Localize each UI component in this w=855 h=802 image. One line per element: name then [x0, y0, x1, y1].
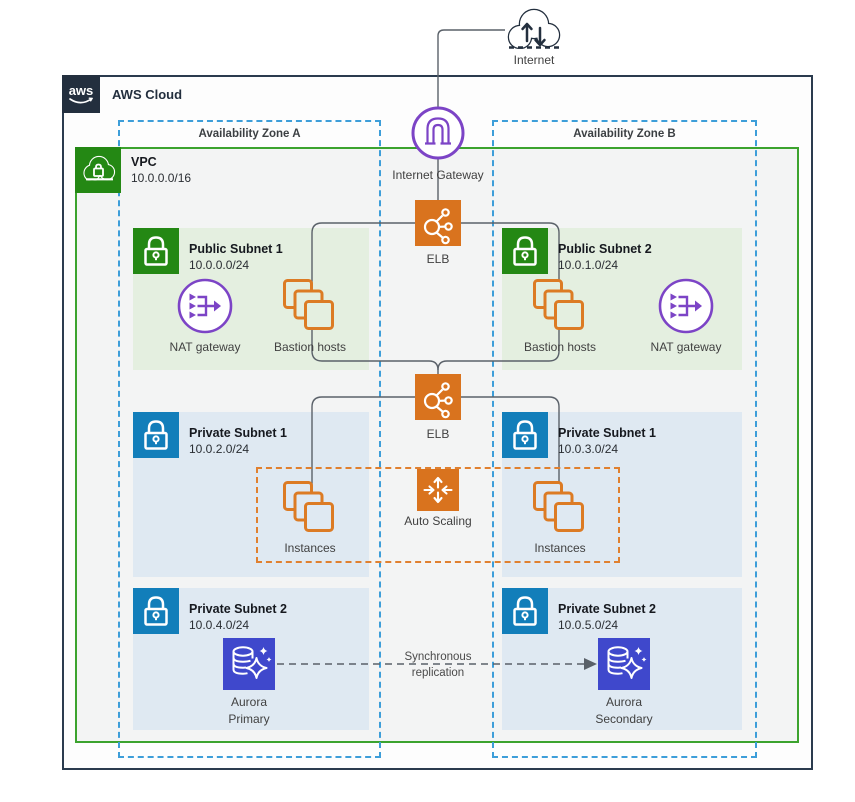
nat-gateway-right-node[interactable] [657, 277, 715, 335]
private-subnet-icon [133, 588, 179, 634]
aurora-primary-label-line1: Aurora [230, 695, 268, 709]
subnet-title: Public Subnet 1 [189, 242, 283, 256]
aws-logo-icon: aws [62, 75, 100, 113]
instances-right-node[interactable] [531, 479, 589, 537]
elb-top-label: ELB [426, 252, 450, 266]
elb-icon [415, 374, 461, 420]
auto-scaling-group-box[interactable] [256, 467, 620, 563]
subnet-cidr: 10.0.2.0/24 [189, 442, 250, 456]
instances-left-node[interactable] [281, 479, 339, 537]
subnet-cidr: 10.0.3.0/24 [558, 442, 619, 456]
bastion-hosts-left-label: Bastion hosts [273, 340, 347, 354]
vpc-cidr: 10.0.0.0/16 [131, 171, 192, 185]
auto-scaling-node[interactable] [417, 469, 459, 511]
private-subnet-icon [502, 588, 548, 634]
subnet-title: Private Subnet 1 [558, 426, 656, 440]
stacked-instances-icon [283, 279, 334, 330]
vpc-title: VPC [131, 155, 157, 169]
elb-middle-node[interactable] [415, 374, 461, 420]
aws-cloud-label: AWS Cloud [112, 87, 183, 102]
nat-gateway-left-node[interactable] [176, 277, 234, 335]
stacked-instances-icon [533, 481, 584, 532]
public-subnet-icon [502, 228, 548, 274]
instances-left-label: Instances [284, 541, 336, 555]
nat-gateway-icon [658, 278, 714, 334]
nat-gateway-left-label: NAT gateway [169, 340, 241, 354]
elb-icon [415, 200, 461, 246]
subnet-title: Private Subnet 1 [189, 426, 287, 440]
subnet-title: Private Subnet 2 [558, 602, 656, 616]
bastion-hosts-right-node[interactable] [531, 277, 589, 335]
availability-zone-b-label: Availability Zone B [573, 128, 676, 140]
svg-text:aws: aws [69, 83, 94, 98]
subnet-cidr: 10.0.5.0/24 [558, 618, 619, 632]
elb-top-node[interactable] [415, 200, 461, 246]
replication-label-line2: replication [411, 667, 465, 679]
aurora-primary-node[interactable] [223, 638, 275, 690]
internet-label: Internet [513, 53, 555, 67]
private-subnet-icon [133, 412, 179, 458]
auto-scaling-icon [417, 469, 459, 511]
availability-zone-a-label: Availability Zone A [198, 128, 301, 140]
bastion-hosts-right-label: Bastion hosts [523, 340, 597, 354]
internet-node[interactable] [501, 4, 567, 58]
nat-gateway-right-label: NAT gateway [650, 340, 722, 354]
aurora-secondary-label-line2: Secondary [595, 712, 653, 726]
aurora-primary-label-line2: Primary [228, 712, 270, 726]
stacked-instances-icon [533, 279, 584, 330]
aurora-secondary-node[interactable] [598, 638, 650, 690]
stacked-instances-icon [283, 481, 334, 532]
auto-scaling-label: Auto Scaling [404, 514, 472, 528]
private-subnet-icon [502, 412, 548, 458]
internet-gateway-label: Internet Gateway [392, 168, 484, 182]
replication-label-line1: Synchronous [404, 651, 472, 663]
aurora-database-icon [223, 638, 275, 690]
subnet-title: Public Subnet 2 [558, 242, 652, 256]
aurora-database-icon [598, 638, 650, 690]
subnet-title: Private Subnet 2 [189, 602, 287, 616]
vpc-icon[interactable] [75, 147, 121, 193]
internet-cloud-icon [506, 8, 562, 57]
internet-gateway-icon [411, 106, 465, 160]
instances-right-label: Instances [534, 541, 586, 555]
subnet-cidr: 10.0.0.0/24 [189, 258, 250, 272]
nat-gateway-icon [177, 278, 233, 334]
internet-gateway-node[interactable] [411, 106, 465, 160]
bastion-hosts-left-node[interactable] [281, 277, 339, 335]
elb-middle-label: ELB [426, 427, 450, 441]
aurora-secondary-label-line1: Aurora [605, 695, 643, 709]
subnet-cidr: 10.0.1.0/24 [558, 258, 619, 272]
subnet-cidr: 10.0.4.0/24 [189, 618, 250, 632]
public-subnet-icon [133, 228, 179, 274]
